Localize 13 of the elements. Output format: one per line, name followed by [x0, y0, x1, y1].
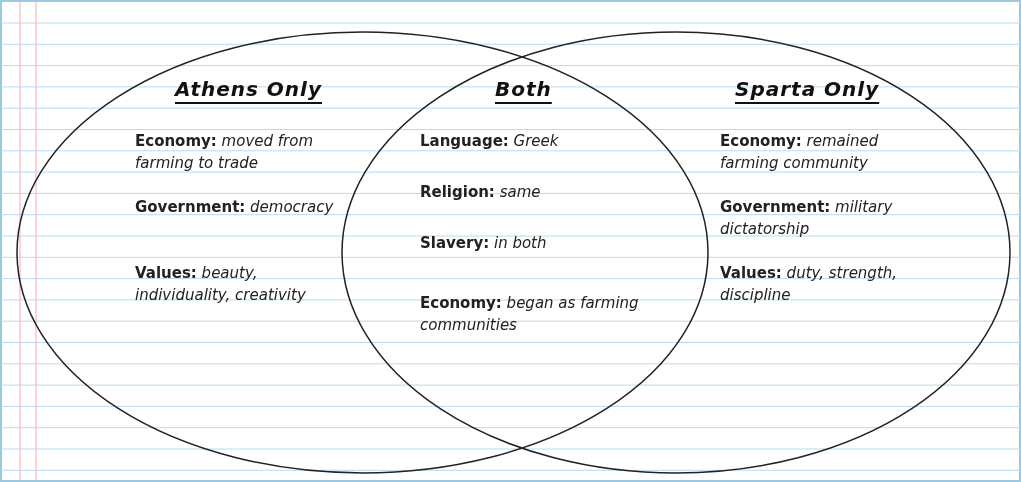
region-heading: Athens Only	[175, 77, 322, 101]
trait-text: Language: Greek	[420, 131, 560, 152]
trait-text: Economy: moved from farming to trade	[135, 131, 315, 174]
trait-text: Economy: began as farming communities	[420, 293, 640, 336]
trait-text: Values: duty, strength, discipline	[720, 263, 899, 306]
trait-text: Values: beauty, individuality, creativity	[135, 263, 307, 306]
region-heading: Both	[495, 77, 552, 101]
trait-text: Government: democracy	[135, 197, 335, 218]
trait-text: Government: military dictatorship	[720, 197, 894, 240]
trait-text: Religion: same	[420, 182, 542, 203]
trait-text: Slavery: in both	[420, 233, 548, 254]
region-heading: Sparta Only	[735, 77, 880, 101]
trait-text: Economy: remained farming community	[720, 131, 880, 174]
